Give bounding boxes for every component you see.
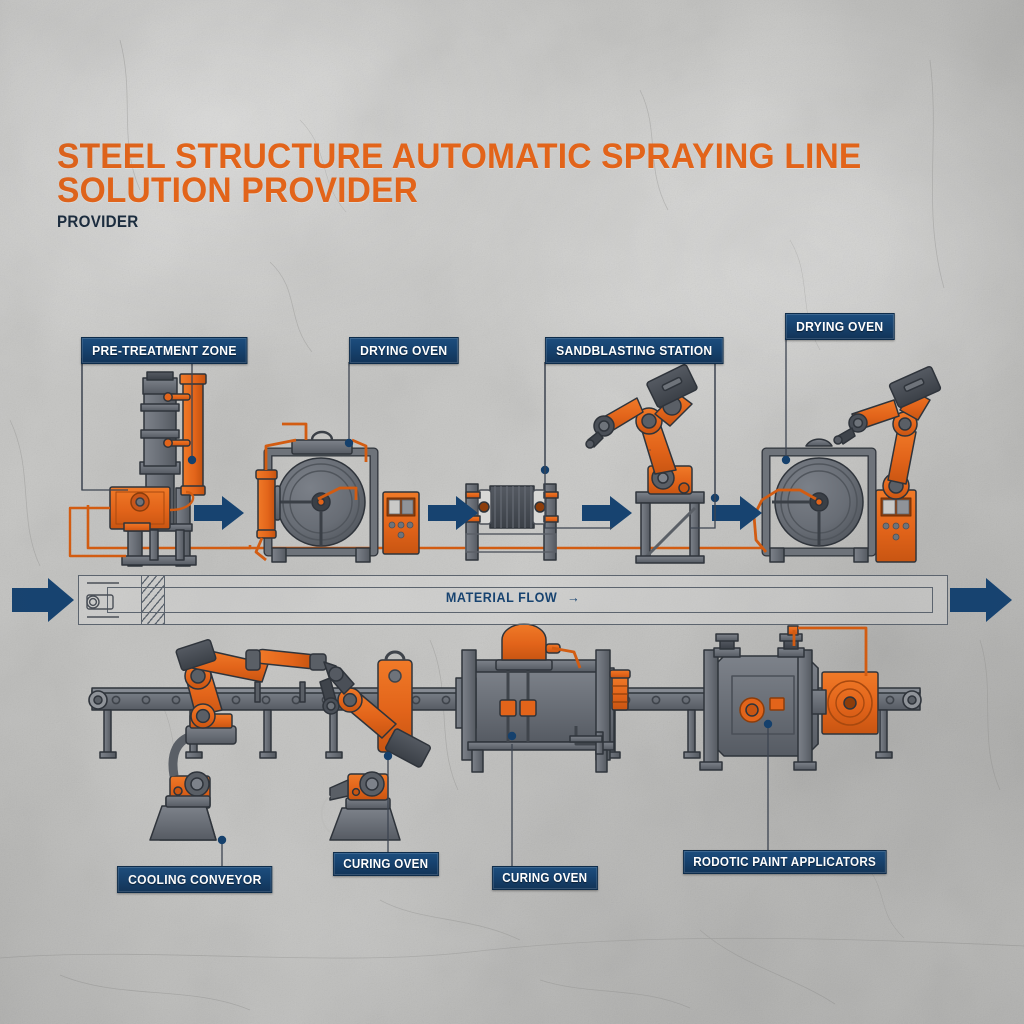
- flow-arrow: [582, 496, 632, 530]
- label-drying-oven-2[interactable]: DRYING OVEN: [785, 313, 895, 340]
- label-curing-oven-2[interactable]: CURING OVEN: [492, 866, 598, 890]
- paint-applicator-unit: [149, 795, 217, 841]
- industrial-robot-arm: [833, 365, 942, 563]
- industrial-robot-arm: [328, 650, 431, 768]
- material-flow-text: MATERIAL FLOW →: [109, 590, 916, 605]
- material-flow-label: MATERIAL FLOW: [445, 590, 558, 605]
- material-flow-hatch: [141, 576, 165, 624]
- drying-oven-drum: [255, 430, 379, 563]
- pre-treatment-tower: [109, 371, 207, 567]
- label-curing-oven-1[interactable]: CURING OVEN: [333, 852, 439, 876]
- callout-brackets: [81, 358, 716, 529]
- industrial-robot-arm: [585, 364, 705, 564]
- flow-arrow-group: [12, 496, 1012, 622]
- leader-dots: [187, 438, 791, 845]
- label-drying-oven-1[interactable]: DRYING OVEN: [349, 337, 459, 364]
- label-cooling-conveyor[interactable]: COOLING CONVEYOR: [117, 866, 273, 893]
- drying-oven-drum: [761, 438, 877, 563]
- label-pre-treatment-zone[interactable]: PRE-TREATMENT ZONE: [81, 337, 248, 364]
- flow-arrow-outlet: [950, 578, 1012, 622]
- material-flow-inner-rail: [107, 587, 933, 613]
- flow-arrow: [428, 496, 478, 530]
- flow-arrow: [194, 496, 244, 530]
- material-flow-arrow-icon: →: [566, 590, 581, 605]
- drive-motor-detail: [86, 582, 119, 618]
- page-title: STEEL STRUCTURE AUTOMATIC SPRAYING LINE …: [57, 136, 862, 210]
- page-subtitle: PROVIDER: [57, 213, 139, 231]
- roller-conveyor-unit: [465, 483, 559, 561]
- curing-oven-chamber: [455, 623, 631, 773]
- paint-applicator-unit: [699, 625, 879, 771]
- control-panel: [382, 491, 420, 555]
- paint-applicator-unit: [329, 771, 401, 841]
- label-sandblasting-station[interactable]: SANDBLASTING STATION: [545, 337, 724, 364]
- label-robotic-paint-applicators[interactable]: RODOTIC PAINT APPLICATORS: [683, 850, 887, 874]
- material-flow-band: MATERIAL FLOW →: [78, 575, 948, 625]
- flow-arrow: [712, 496, 762, 530]
- header-block: STEEL STRUCTURE AUTOMATIC SPRAYING LINE …: [57, 136, 987, 232]
- flow-arrow-inlet: [12, 578, 74, 622]
